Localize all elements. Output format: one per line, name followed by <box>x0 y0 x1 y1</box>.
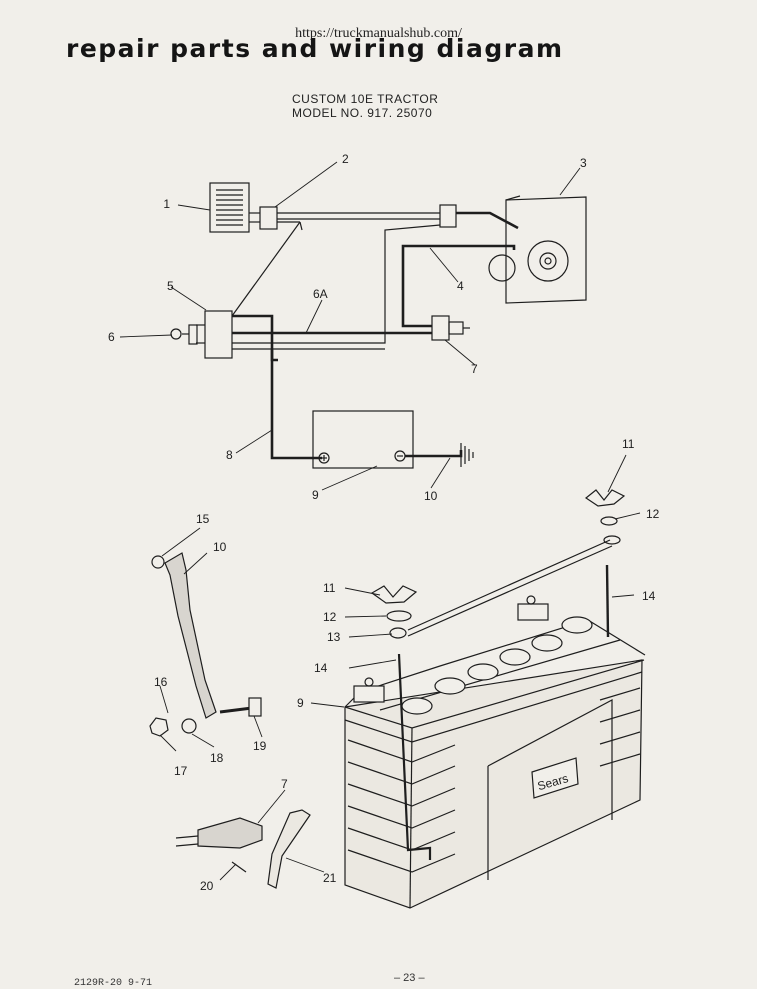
callout-19: 19 <box>253 739 267 753</box>
callout-12-left: 12 <box>323 610 337 624</box>
callout-labels: 1 2 3 4 5 6 6A 7 8 9 10 11 12 11 12 13 1… <box>108 152 660 893</box>
ground-strap-hardware <box>149 552 262 737</box>
schematic-leaders <box>119 161 581 491</box>
subtitle-line-2: MODEL NO. 917. 25070 <box>292 106 433 120</box>
callout-17: 17 <box>174 764 188 778</box>
callout-7: 7 <box>471 362 478 376</box>
callout-20: 20 <box>200 879 214 893</box>
callout-4: 4 <box>457 279 464 293</box>
callout-13: 13 <box>327 630 341 644</box>
callout-11-left: 11 <box>323 581 336 595</box>
callout-14-left: 14 <box>314 661 328 675</box>
hold-down-hardware <box>370 489 626 860</box>
ground-symbol <box>405 443 474 467</box>
callout-9-battery: 9 <box>297 696 304 710</box>
page-title: repair parts and wiring diagram <box>66 34 564 63</box>
headlight-part <box>209 182 250 233</box>
subtitle-line-1: CUSTOM 10E TRACTOR <box>292 92 439 106</box>
callout-10: 10 <box>424 489 438 503</box>
starter-switch-part <box>431 315 470 341</box>
callout-14-right: 14 <box>642 589 656 603</box>
callout-12-right: 12 <box>646 507 660 521</box>
connector-part <box>249 206 440 231</box>
battery-schematic <box>312 410 414 469</box>
document-code: 2129R-20 9-71 <box>74 978 153 989</box>
callout-15: 15 <box>196 512 210 526</box>
callout-16: 16 <box>154 675 168 689</box>
ignition-switch-part <box>170 310 233 359</box>
model-subtitle: CUSTOM 10E TRACTOR MODEL NO. 917. 25070 <box>292 92 438 120</box>
callout-8: 8 <box>226 448 233 462</box>
callout-7-plug: 7 <box>281 777 288 791</box>
callout-1: 1 <box>163 197 170 211</box>
wire-6a <box>231 221 441 362</box>
callout-3: 3 <box>580 156 587 170</box>
callout-10-strap: 10 <box>213 540 227 554</box>
callout-6: 6 <box>108 330 115 344</box>
callout-18: 18 <box>210 751 224 765</box>
wire-8 <box>270 350 322 460</box>
callout-21: 21 <box>323 871 337 885</box>
callout-9: 9 <box>312 488 319 502</box>
callout-5: 5 <box>167 279 174 293</box>
callout-2: 2 <box>342 152 349 166</box>
exploded-leaders <box>159 454 641 881</box>
battery-exploded <box>344 595 646 909</box>
page-number: – 23 – <box>394 972 425 984</box>
source-url[interactable]: https://truckmanualshub.com/ <box>295 26 462 41</box>
generator-part <box>439 195 587 304</box>
callout-6a: 6A <box>313 287 328 301</box>
callout-11-right: 11 <box>622 437 635 451</box>
switch-bracket-hardware <box>175 809 311 889</box>
wire-4 <box>401 244 516 328</box>
